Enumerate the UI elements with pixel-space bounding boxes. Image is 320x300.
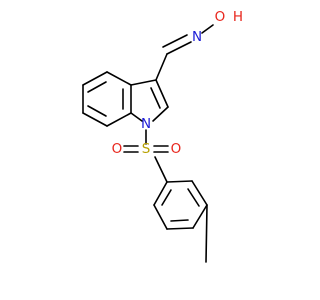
bond-benzo-4 bbox=[106, 112, 132, 127]
sulfur-label: S bbox=[142, 141, 151, 157]
bond-methyl bbox=[205, 204, 208, 263]
bond-benzo-1 bbox=[82, 71, 108, 86]
bond-tol-1 bbox=[166, 180, 193, 183]
bond-tol-2-inner bbox=[187, 188, 200, 207]
bond-tol-2 bbox=[191, 180, 208, 206]
bond-tol-6 bbox=[153, 181, 168, 206]
sulfonyl-oxygen-right-label: O bbox=[171, 141, 182, 157]
bond-ch-n-double-b bbox=[162, 34, 188, 48]
oxime-nitrogen-label: N bbox=[192, 29, 202, 45]
sulfonyl-oxygen-left-label: O bbox=[112, 141, 123, 157]
bond-n1-c7a bbox=[130, 112, 143, 122]
indole-nitrogen-label: N bbox=[141, 116, 151, 132]
atom-label-layer: O H N N S O O bbox=[112, 9, 243, 157]
bond-c3-c2 bbox=[155, 79, 169, 108]
bond-tol-4-inner bbox=[170, 219, 189, 222]
bond-tol-6-inner bbox=[161, 189, 172, 206]
bond-layer bbox=[82, 24, 214, 263]
bond-benzo-5-inner bbox=[87, 105, 107, 117]
bond-ch-n-double-a bbox=[166, 41, 192, 55]
hydroxyl-oxygen-label: O bbox=[215, 9, 226, 25]
bond-tol-4 bbox=[166, 227, 194, 230]
bond-c2-n1 bbox=[152, 106, 169, 122]
hydroxyl-hydrogen-label: H bbox=[233, 9, 243, 25]
bond-c3-ch bbox=[155, 53, 168, 81]
bond-c3a-c3 bbox=[130, 79, 157, 86]
molecule-diagram: O H N N S O O bbox=[82, 9, 243, 263]
bond-benzo-5 bbox=[82, 112, 108, 127]
bond-tol-3 bbox=[192, 204, 208, 229]
bond-s-aryl bbox=[154, 156, 168, 183]
bond-tol-5 bbox=[153, 204, 168, 230]
bond-benzo-1-inner bbox=[87, 81, 107, 93]
bond-c3-c2-inner bbox=[150, 87, 161, 109]
bond-n-o bbox=[201, 24, 214, 34]
bond-benzo-2 bbox=[106, 71, 132, 86]
